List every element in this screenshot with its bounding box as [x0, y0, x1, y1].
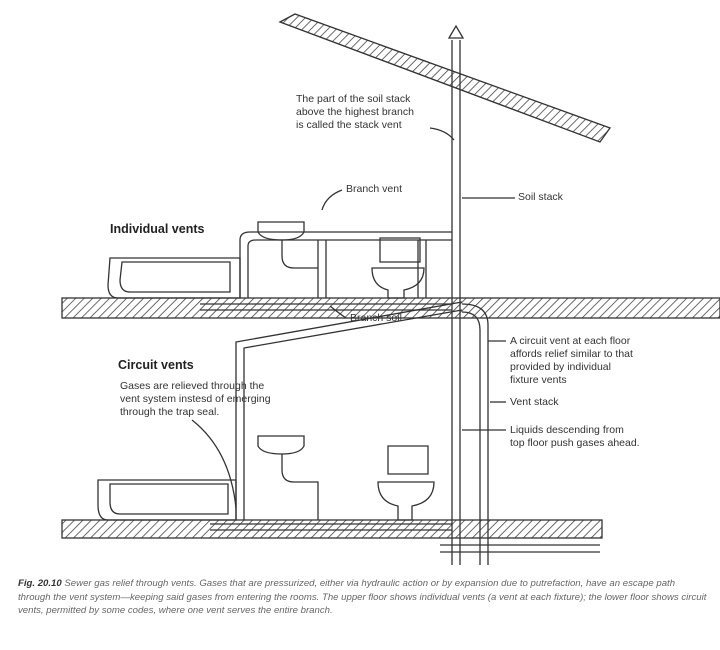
leader-line [329, 305, 347, 319]
note-line: is called the stack vent [296, 119, 402, 131]
branch-vent-label: Branch vent [346, 183, 403, 195]
vent-stack-label: Vent stack [510, 396, 559, 408]
circuit-vent [235, 301, 463, 520]
sink-upper [257, 221, 305, 241]
fixture-vent [417, 240, 427, 298]
branch-soil-label: Branch soil [350, 312, 402, 324]
note-line: vent system instesd of emerging [120, 393, 271, 405]
liquids-note: Liquids descending from top floor push g… [510, 424, 640, 450]
note-line: The part of the soil stack [296, 93, 411, 105]
roof [278, 13, 612, 143]
note-line: Liquids descending from [510, 424, 624, 436]
figure-number: Fig. 20.10 [18, 578, 62, 589]
stack-vent-note: The part of the soil stack above the hig… [296, 93, 414, 132]
note-line: fixture vents [510, 374, 567, 386]
lower-drain [440, 544, 600, 553]
circuit-vents-heading: Circuit vents [118, 358, 194, 372]
branch-soil-upper [200, 303, 452, 311]
individual-vents-heading: Individual vents [110, 222, 205, 236]
toilet-upper [371, 237, 425, 299]
bathtub-upper [107, 257, 241, 299]
soil-stack-label: Soil stack [518, 191, 563, 203]
note-line: provided by individual [510, 361, 611, 373]
bathtub-lower [97, 479, 237, 521]
caption-text: Sewer gas relief through vents. Gases th… [18, 578, 707, 616]
branch-soil-lower [210, 523, 452, 531]
figure-caption: Fig. 20.10 Sewer gas relief through vent… [18, 577, 708, 618]
fixture-vent [317, 240, 327, 298]
note-line: affords relief similar to that [510, 348, 633, 360]
gases-note: Gases are relieved through the vent syst… [120, 380, 271, 419]
toilet-lower [377, 445, 435, 521]
leader-line [321, 189, 343, 211]
leader-line [429, 127, 455, 141]
lower-floor-slab [61, 519, 603, 539]
note-line: top floor push gases ahead. [510, 437, 640, 449]
note-line: above the highest branch [296, 106, 414, 118]
branch-vent [239, 231, 452, 298]
stack-arrow [447, 24, 465, 39]
note-line: through the trap seal. [120, 406, 220, 418]
leader-line [191, 419, 237, 509]
note-line: Gases are relieved through the [120, 380, 265, 392]
sink-lower [257, 435, 305, 455]
circuit-vent-note: A circuit vent at each floor affords rel… [510, 335, 633, 387]
note-line: A circuit vent at each floor [510, 335, 631, 347]
vent-stack [461, 303, 489, 565]
